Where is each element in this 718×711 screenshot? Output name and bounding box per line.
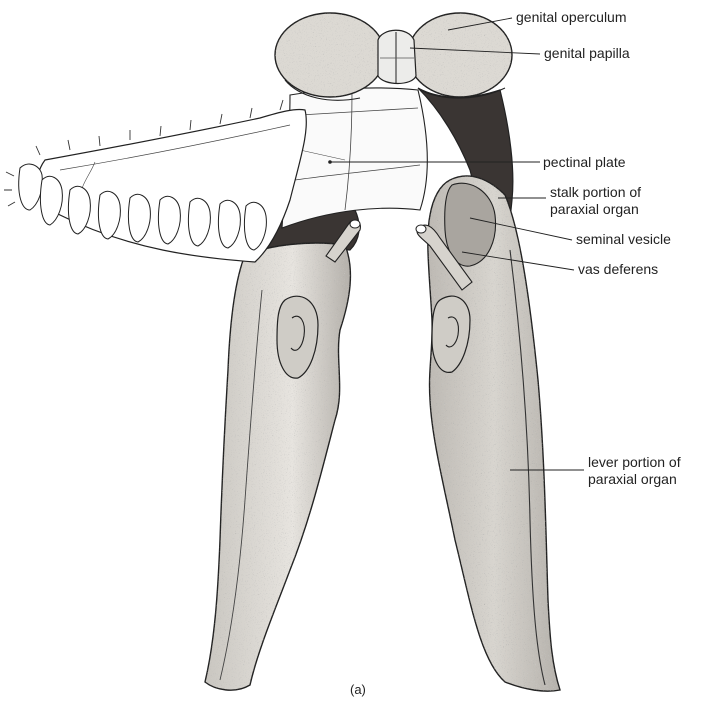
- label-stalk-portion-line2: paraxial organ: [550, 202, 639, 217]
- label-vas-deferens: vas deferens: [578, 262, 658, 277]
- right-paraxial-organ: [416, 88, 560, 691]
- label-lever-portion-line1: lever portion of: [588, 455, 681, 470]
- genital-papilla: [378, 30, 416, 84]
- label-seminal-vesicle: seminal vesicle: [576, 232, 671, 247]
- figure-caption: (a): [350, 682, 366, 697]
- pectinal-plate-region: [282, 88, 427, 228]
- label-pectinal-plate: pectinal plate: [543, 155, 626, 170]
- label-stalk-portion-line1: stalk portion of: [550, 185, 641, 200]
- label-lever-portion-line2: paraxial organ: [588, 472, 677, 487]
- label-genital-operculum: genital operculum: [516, 10, 627, 25]
- left-paraxial-organ: [205, 208, 360, 690]
- pecten: [4, 100, 306, 262]
- pectinal-plate-dot: [328, 160, 332, 164]
- label-genital-papilla: genital papilla: [544, 46, 630, 61]
